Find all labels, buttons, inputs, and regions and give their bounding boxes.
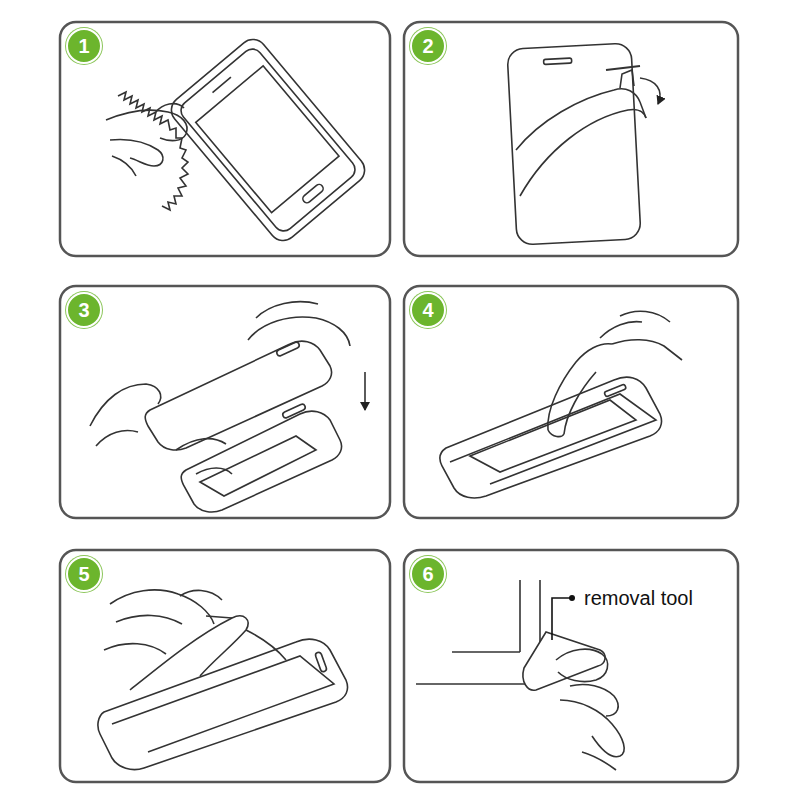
step-number: 5 xyxy=(78,564,89,584)
step-number: 3 xyxy=(78,300,89,320)
step-number-badge: 1 xyxy=(66,28,102,64)
glass-pressing xyxy=(440,311,682,498)
step-number: 1 xyxy=(78,36,89,56)
glass-placing xyxy=(90,302,365,512)
step-panel xyxy=(60,22,390,256)
step-number: 6 xyxy=(422,564,433,584)
step-number-badge: 6 xyxy=(410,556,446,592)
step-panel xyxy=(60,550,390,782)
step-panel xyxy=(404,286,738,518)
phone-cleaning xyxy=(106,34,370,246)
step-number-badge: 4 xyxy=(410,292,446,328)
step-panel xyxy=(404,22,738,256)
step-number-badge: 3 xyxy=(66,292,102,328)
step-panel xyxy=(60,286,390,518)
part-label: removal tool xyxy=(582,587,695,609)
step-number: 2 xyxy=(422,36,433,56)
film-peeling xyxy=(507,43,660,245)
step-number-badge: 2 xyxy=(410,28,446,64)
step-number: 4 xyxy=(422,300,433,320)
step-number-badge: 5 xyxy=(66,556,102,592)
step-panel xyxy=(404,550,738,782)
film-removing xyxy=(98,590,348,770)
